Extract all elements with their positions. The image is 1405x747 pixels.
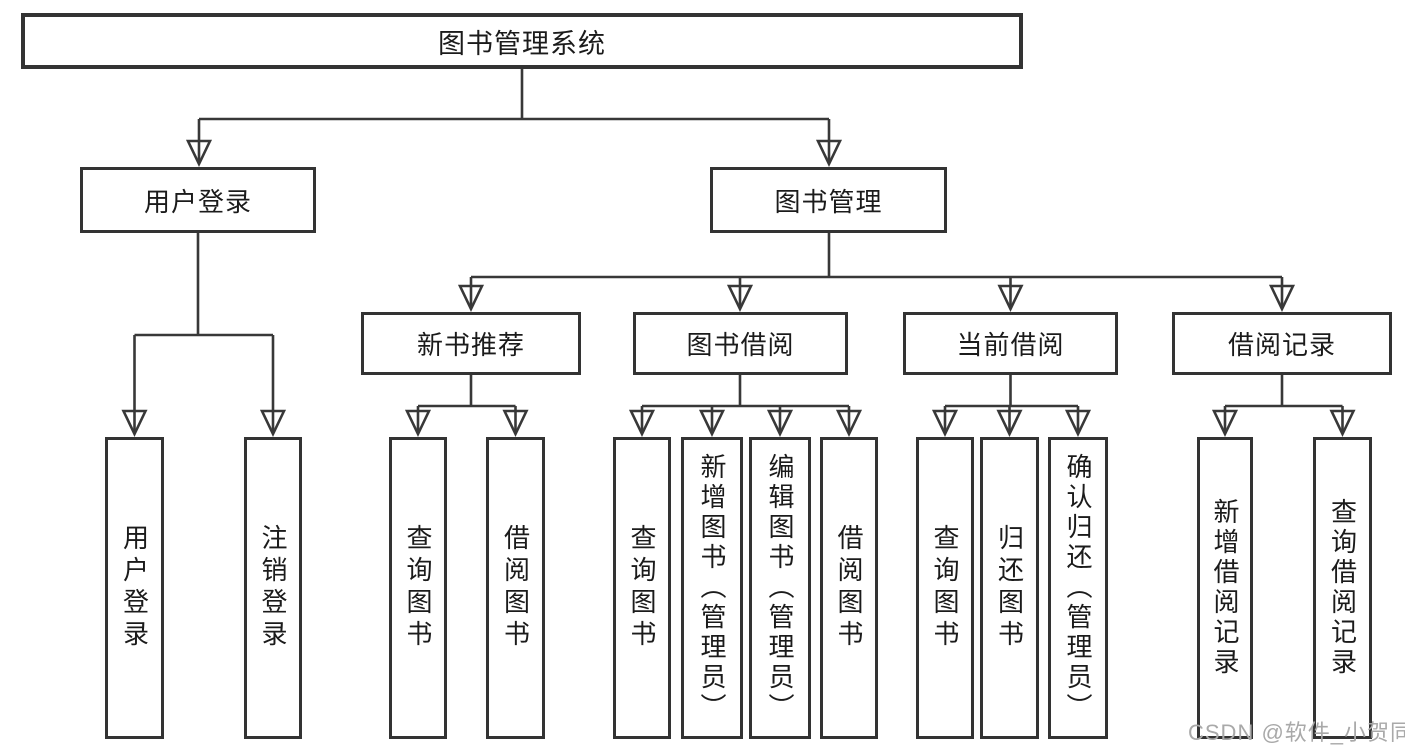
leaf-edit-books-admin: 编辑图书（管理员） <box>749 437 811 739</box>
leaf-query-books-borrowing: 查询图书 <box>613 437 671 739</box>
leaf-query-books-current: 查询图书 <box>916 437 974 739</box>
node-current-borrowing: 当前借阅 <box>903 312 1118 375</box>
leaf-confirm-return-admin: 确认归还（管理员） <box>1048 437 1108 739</box>
leaf-add-books-admin: 新增图书（管理员） <box>681 437 743 739</box>
node-root-system: 图书管理系统 <box>21 13 1023 69</box>
leaf-query-books-recommend: 查询图书 <box>389 437 447 739</box>
leaf-query-borrow-record: 查询借阅记录 <box>1313 437 1372 739</box>
csdn-watermark: CSDN @软件_小贺同学 <box>1188 720 1405 745</box>
node-book-management: 图书管理 <box>710 167 947 233</box>
leaf-add-borrow-record: 新增借阅记录 <box>1197 437 1253 739</box>
leaf-user-login: 用户登录 <box>105 437 164 739</box>
node-borrowing-records: 借阅记录 <box>1172 312 1392 375</box>
node-new-book-recommend: 新书推荐 <box>361 312 581 375</box>
node-user-login: 用户登录 <box>80 167 316 233</box>
leaf-logout: 注销登录 <box>244 437 302 739</box>
node-book-borrowing: 图书借阅 <box>633 312 848 375</box>
leaf-return-books: 归还图书 <box>980 437 1039 739</box>
leaf-borrow-books-borrowing: 借阅图书 <box>820 437 878 739</box>
leaf-borrow-books-recommend: 借阅图书 <box>486 437 545 739</box>
